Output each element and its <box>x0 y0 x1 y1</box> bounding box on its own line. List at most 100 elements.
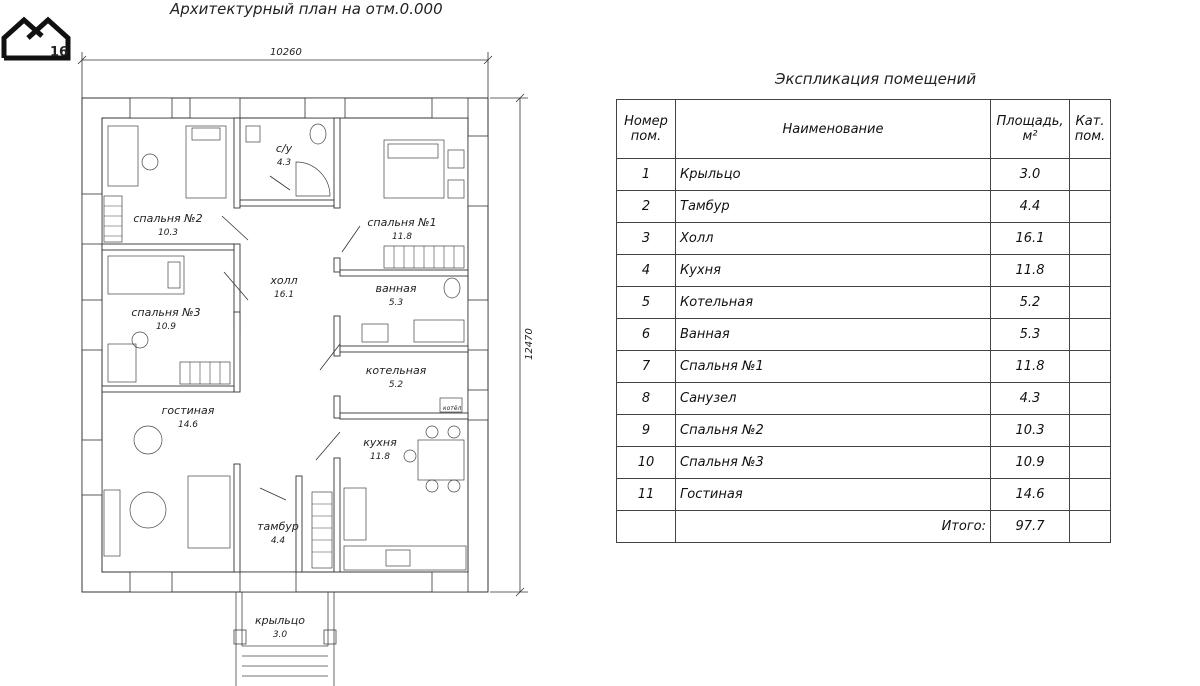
row-area: 14.6 <box>990 478 1070 511</box>
porch <box>233 592 337 686</box>
row-area: 5.3 <box>990 318 1070 351</box>
room-area-holl: 16.1 <box>274 290 294 300</box>
row-num: 8 <box>616 382 676 415</box>
row-name: Крыльцо <box>675 158 991 191</box>
dimension-height <box>490 93 528 597</box>
room-name-vannaya: ванная <box>376 282 417 295</box>
row-cat <box>1069 446 1111 479</box>
row-area: 11.8 <box>990 254 1070 287</box>
room-name-gostinaya: гостиная <box>162 404 215 417</box>
room-labels: спальня №2 10.3 с/у 4.3 спальня №1 11.8 холл 16… <box>131 142 436 640</box>
row-cat <box>1069 158 1111 191</box>
logo-badge: 16 <box>50 45 68 60</box>
inner-walls <box>101 117 469 573</box>
row-area: 16.1 <box>990 222 1070 255</box>
row-cat <box>1069 254 1111 287</box>
furniture <box>103 123 467 571</box>
row-area: 11.8 <box>990 350 1070 383</box>
dimension-width <box>77 52 493 98</box>
row-name: Спальня №2 <box>675 414 991 447</box>
row-num: 2 <box>616 190 676 223</box>
logo-house-icon: 16 <box>1 16 71 61</box>
windows <box>81 97 489 593</box>
row-cat <box>1069 478 1111 511</box>
room-name-su: с/у <box>276 142 293 155</box>
table-total-row: Итого: 97.7 <box>616 510 1111 543</box>
row-num: 9 <box>616 414 676 447</box>
total-value: 97.7 <box>990 510 1070 543</box>
outer-walls <box>81 97 489 593</box>
row-num: 5 <box>616 286 676 319</box>
row-cat <box>1069 222 1111 255</box>
room-name-tambur: тамбур <box>257 520 299 533</box>
row-name: Котельная <box>675 286 991 319</box>
room-name-holl: холл <box>269 274 297 287</box>
plan-title: Архитектурный план на отм.0.000 <box>170 0 443 18</box>
row-cat <box>1069 318 1111 351</box>
header-name: Наименование <box>675 99 991 159</box>
room-area-kotelnaya: 5.2 <box>389 380 404 390</box>
room-name-spalnya2: спальня №2 <box>133 212 202 225</box>
row-num: 1 <box>616 158 676 191</box>
floor-plan: 10260 12470 <box>77 47 535 686</box>
row-num: 3 <box>616 222 676 255</box>
row-cat <box>1069 190 1111 223</box>
row-name: Гостиная <box>675 478 991 511</box>
row-num: 6 <box>616 318 676 351</box>
room-name-kotelnaya: котельная <box>366 364 427 377</box>
room-area-su: 4.3 <box>277 158 292 168</box>
row-area: 10.9 <box>990 446 1070 479</box>
wardrobe-hatching <box>104 205 455 553</box>
room-area-gostinaya: 14.6 <box>178 420 198 430</box>
row-area: 3.0 <box>990 158 1070 191</box>
row-name: Тамбур <box>675 190 991 223</box>
row-area: 4.4 <box>990 190 1070 223</box>
header-cat: Кат.пом. <box>1069 99 1111 159</box>
doors <box>221 175 361 501</box>
header-area: Площадь,м² <box>990 99 1070 159</box>
row-area: 5.2 <box>990 286 1070 319</box>
room-name-kryltso: крыльцо <box>255 614 305 627</box>
row-num: 10 <box>616 446 676 479</box>
room-area-spalnya3: 10.9 <box>156 322 176 332</box>
room-area-tambur: 4.4 <box>271 536 286 546</box>
row-num: 4 <box>616 254 676 287</box>
dim-height-label: 12470 <box>524 328 535 360</box>
boiler-label: котёл <box>443 405 461 412</box>
room-name-kuhnya: кухня <box>363 436 397 449</box>
row-name: Ванная <box>675 318 991 351</box>
row-cat <box>1069 286 1111 319</box>
row-cat <box>1069 350 1111 383</box>
explication-title: Экспликация помещений <box>775 70 977 88</box>
room-area-spalnya2: 10.3 <box>158 228 178 238</box>
total-label: Итого: <box>675 510 991 543</box>
room-area-spalnya1: 11.8 <box>392 232 412 242</box>
row-name: Санузел <box>675 382 991 415</box>
row-name: Спальня №3 <box>675 446 991 479</box>
row-name: Кухня <box>675 254 991 287</box>
row-cat <box>1069 414 1111 447</box>
row-num: 7 <box>616 350 676 383</box>
row-name: Спальня №1 <box>675 350 991 383</box>
room-area-kuhnya: 11.8 <box>370 452 390 462</box>
row-name: Холл <box>675 222 991 255</box>
room-area-vannaya: 5.3 <box>389 298 404 308</box>
room-area-kryltso: 3.0 <box>273 630 288 640</box>
row-area: 10.3 <box>990 414 1070 447</box>
row-cat <box>1069 382 1111 415</box>
room-name-spalnya1: спальня №1 <box>367 216 436 229</box>
